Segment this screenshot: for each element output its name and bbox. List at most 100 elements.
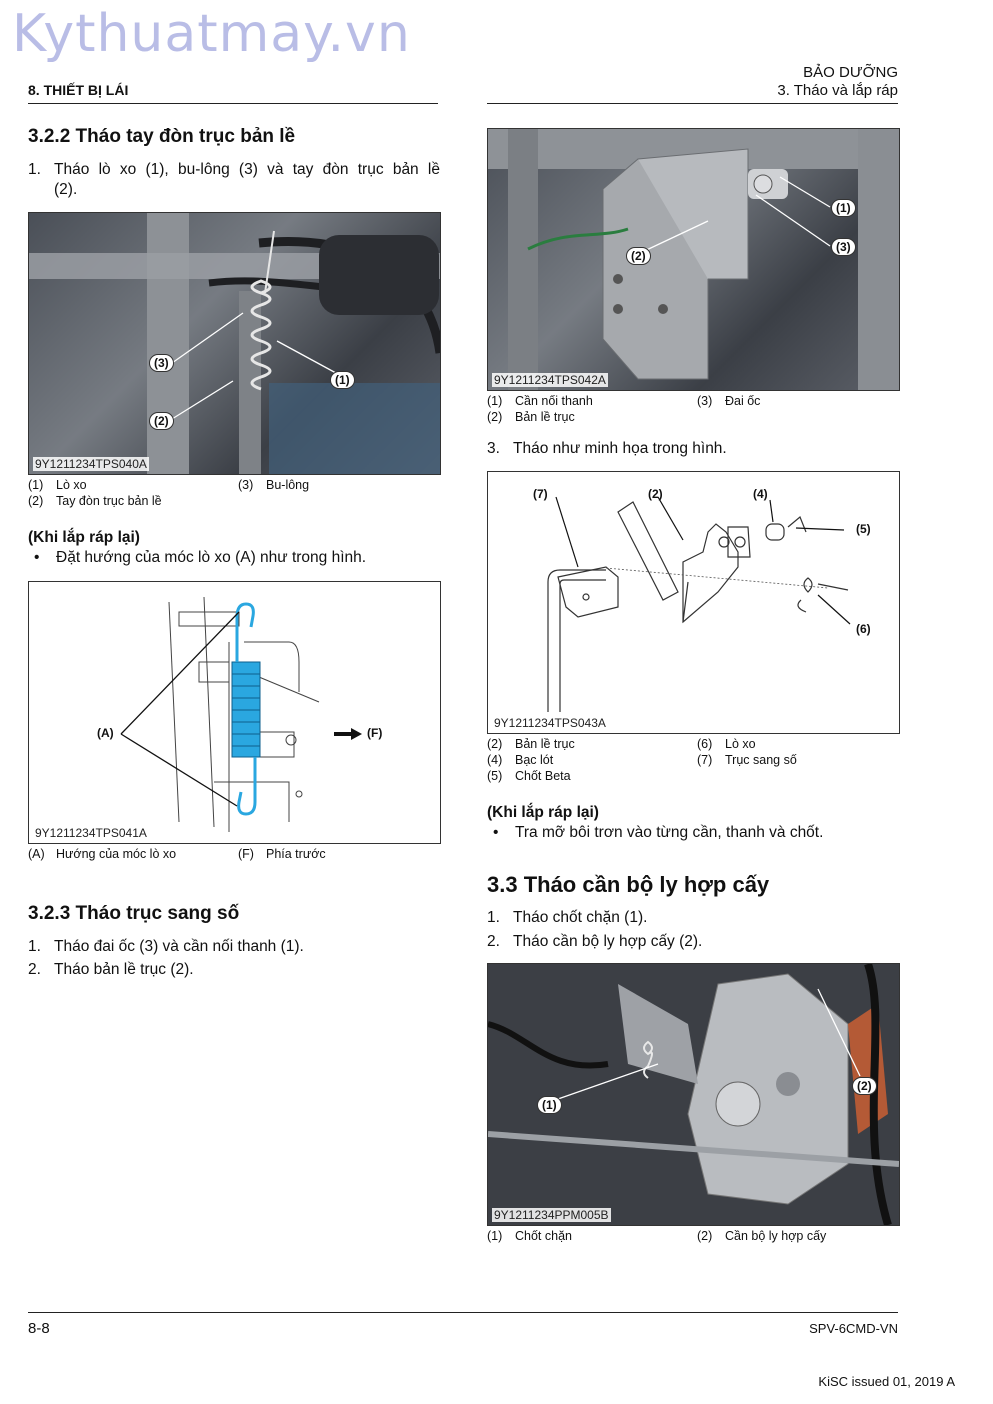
caption-item: (5) Chốt Beta <box>487 769 697 785</box>
caption-text: Lò xo <box>56 478 87 492</box>
callout-6: (6) <box>856 622 871 636</box>
caption-text: Chốt chặn <box>515 1229 572 1243</box>
callout-2: (2) <box>626 247 651 265</box>
caption-text: Trục sang số <box>725 753 797 767</box>
caption-item: (2) Tay đòn trục bản lề <box>28 494 238 510</box>
caption-number: (4) <box>487 753 503 767</box>
reassembly-bullet: • Đặt hướng của móc lò xo (A) như trong … <box>28 549 440 569</box>
callout-2: (2) <box>149 412 174 430</box>
figure-code: 9Y1211234PPM005B <box>492 1208 611 1222</box>
figure-tps040a: (3) (2) (1) 9Y1211234TPS040A <box>28 212 441 475</box>
step-text: Tháo cần bộ ly hợp cấy (2). <box>513 933 703 950</box>
step-number: 2. <box>487 933 500 950</box>
bullet-text: Tra mỡ bôi trơn vào từng cần, thanh và c… <box>515 824 824 841</box>
header-section: BẢO DƯỠNG <box>803 64 898 81</box>
figure-tps043a: (7) (2) (4) (5) (6) 9Y1211234TPS043A <box>487 471 900 734</box>
callout-3: (3) <box>149 354 174 372</box>
callout-f: (F) <box>367 726 383 740</box>
step-text: Tháo như minh họa trong hình. <box>513 440 727 457</box>
callout-4: (4) <box>753 487 768 501</box>
page-number: 8-8 <box>28 1320 50 1337</box>
caption-number: (F) <box>238 847 254 861</box>
step-text-line1: Tháo lò xo (1), bu-lông (3) và tay đòn t… <box>54 161 440 178</box>
caption-text: Hướng của móc lò xo <box>56 847 177 861</box>
step-1: 1. Tháo lò xo (1), bu-lông (3) và tay đò… <box>28 160 440 202</box>
caption-item: (6) Lò xo <box>697 737 897 753</box>
callout-2: (2) <box>852 1077 877 1095</box>
bullet-text: Đặt hướng của móc lò xo (A) như trong hì… <box>56 549 367 566</box>
bullet-dot: • <box>493 824 499 841</box>
caption-number: (7) <box>697 753 713 767</box>
bullet-dot: • <box>34 549 40 566</box>
figure-tps042a-drawing <box>488 129 899 390</box>
callout-1: (1) <box>537 1096 562 1114</box>
figure-ppm005b-drawing <box>488 964 899 1225</box>
caption-text: Cần bộ ly hợp cấy <box>725 1229 827 1243</box>
caption-item: (4) Bạc lót <box>487 753 697 769</box>
figure-tps041a: (A) (F) 9Y1211234TPS041A <box>28 581 441 844</box>
step-1: 1. Tháo chốt chặn (1). <box>487 908 898 928</box>
caption-number: (2) <box>487 410 503 424</box>
issue-info: KiSC issued 01, 2019 A <box>818 1374 955 1389</box>
reassembly-heading: (Khi lắp ráp lại) <box>487 804 599 821</box>
figure-code: 9Y1211234TPS041A <box>33 826 149 840</box>
caption-number: (6) <box>697 737 713 751</box>
figure-tps041a-drawing <box>120 596 362 832</box>
step-number: 2. <box>28 961 41 978</box>
caption-number: (3) <box>238 478 254 492</box>
caption-item: (1) Cần nối thanh <box>487 394 697 410</box>
step-text: Tháo bản lề trục (2). <box>54 961 194 978</box>
caption-item: (3) Đai ốc <box>697 394 897 410</box>
caption-text: Phía trước <box>266 847 326 861</box>
callout-1: (1) <box>831 199 856 217</box>
caption-text: Bạc lót <box>515 753 554 767</box>
figure-ppm005b: (1) (2) 9Y1211234PPM005B <box>487 963 900 1226</box>
caption-number: (3) <box>697 394 713 408</box>
caption-item: (1) Chốt chặn <box>487 1229 697 1245</box>
footer-rule <box>28 1312 898 1313</box>
step-2: 2. Tháo cần bộ ly hợp cấy (2). <box>487 932 898 952</box>
caption-item: (2) Bản lề trục <box>487 410 697 426</box>
step-number: 1. <box>28 161 41 178</box>
caption-number: (A) <box>28 847 45 861</box>
caption-item: (3) Bu-lông <box>238 478 438 494</box>
callout-1: (1) <box>330 371 355 389</box>
step-2: 2. Tháo bản lề trục (2). <box>28 960 440 980</box>
caption-text: Tay đòn trục bản lề <box>56 494 162 508</box>
step-text-line2: (2). <box>54 181 78 198</box>
caption-item: (7) Trục sang số <box>697 753 897 769</box>
caption-text: Bản lề trục <box>515 737 575 751</box>
caption-item: (A) Hướng của móc lò xo <box>28 847 238 863</box>
caption-text: Lò xo <box>725 737 756 751</box>
caption-number: (2) <box>487 737 503 751</box>
document-code: SPV-6CMD-VN <box>809 1321 898 1336</box>
caption-item: (F) Phía trước <box>238 847 438 863</box>
caption-number: (1) <box>28 478 44 492</box>
watermark: Kythuatmay.vn <box>12 4 411 64</box>
caption-text: Chốt Beta <box>515 769 571 783</box>
callout-a: (A) <box>97 726 114 740</box>
caption-number: (2) <box>28 494 44 508</box>
step-text: Tháo chốt chặn (1). <box>513 909 648 926</box>
caption-number: (1) <box>487 394 503 408</box>
callout-2: (2) <box>648 487 663 501</box>
section-title-323: 3.2.3 Tháo trục sang số <box>28 903 240 924</box>
step-1: 1. Tháo đai ốc (3) và cần nối thanh (1). <box>28 937 440 957</box>
figure-code: 9Y1211234TPS040A <box>33 457 149 471</box>
figure-code: 9Y1211234TPS043A <box>492 716 608 730</box>
step-number: 1. <box>487 909 500 926</box>
callout-7: (7) <box>533 487 548 501</box>
caption-number: (1) <box>487 1229 503 1243</box>
caption-item: (2) Bản lề trục <box>487 737 697 753</box>
figure-tps040a-drawing <box>29 213 440 474</box>
reassembly-bullet: • Tra mỡ bôi trơn vào từng cần, thanh và… <box>487 824 898 844</box>
caption-text: Đai ốc <box>725 394 761 408</box>
step-number: 1. <box>28 938 41 955</box>
step-text: Tháo đai ốc (3) và cần nối thanh (1). <box>54 938 304 955</box>
caption-item: (2) Cần bộ ly hợp cấy <box>697 1229 897 1245</box>
reassembly-heading: (Khi lắp ráp lại) <box>28 529 140 546</box>
chapter-title: 8. THIẾT BỊ LÁI <box>28 82 129 98</box>
caption-item: (1) Lò xo <box>28 478 238 494</box>
caption-number: (2) <box>697 1229 713 1243</box>
header-rule-left <box>28 103 438 104</box>
